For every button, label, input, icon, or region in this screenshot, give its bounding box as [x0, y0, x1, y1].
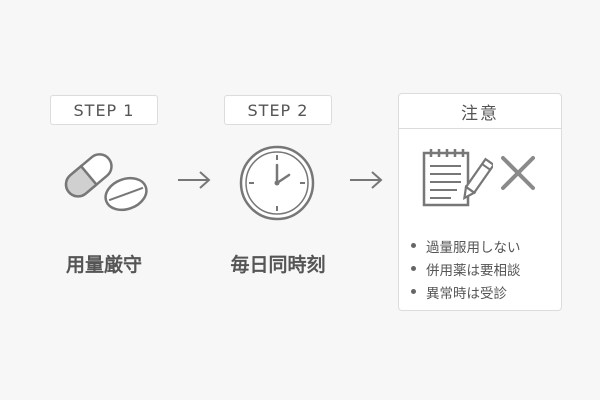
x-mark-icon [501, 156, 535, 190]
arrow-right-icon [178, 171, 211, 189]
clock-icon [239, 145, 315, 221]
arrow-right-icon [350, 171, 383, 189]
caution-list: 過量服用しない 併用薬は要相談 異常時は受診 [411, 234, 521, 303]
caution-item-text: 異常時は受診 [426, 285, 507, 302]
bullet-icon [411, 243, 416, 248]
pills-icon [64, 153, 148, 212]
caution-card: 注意 [398, 93, 562, 311]
bullet-icon [411, 266, 416, 271]
step-1-label: 用量厳守 [65, 254, 142, 276]
list-item: 過量服用しない [411, 234, 521, 257]
list-item: 併用薬は要相談 [411, 257, 521, 280]
bullet-icon [411, 289, 416, 294]
step-2-label: 毎日同時刻 [230, 254, 326, 276]
caution-item-text: 過量服用しない [426, 239, 521, 256]
memo-pencil-icon [422, 149, 493, 207]
step-2-badge: STEP 2 [224, 95, 332, 125]
caution-item-text: 併用薬は要相談 [426, 262, 521, 279]
caution-title: 注意 [399, 94, 561, 129]
list-item: 異常時は受診 [411, 280, 521, 303]
step-1-badge: STEP 1 [50, 95, 158, 125]
